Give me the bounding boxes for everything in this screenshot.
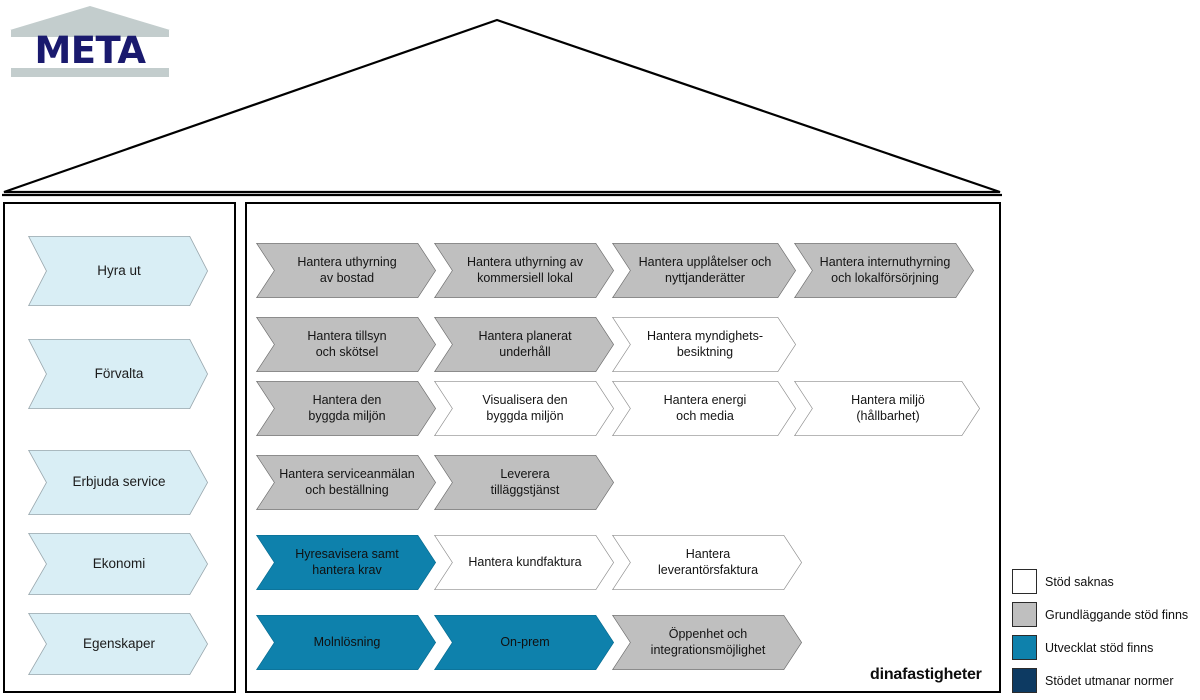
logo-bar-top <box>11 30 169 37</box>
chevron-label: Hantera kundfaktura <box>468 554 582 569</box>
chevron-label: Erbjuda service <box>72 474 166 490</box>
legend-label-none: Stöd saknas <box>1045 574 1114 589</box>
legend-label-basic: Grundläggande stöd finns <box>1045 607 1189 622</box>
legend-swatch-challenging <box>1012 668 1037 693</box>
legend-label-developed: Utvecklat stöd finns <box>1045 640 1154 655</box>
sidebar-chevron-4[interactable]: Ekonomi <box>28 533 208 595</box>
logo-wordmark: META <box>34 29 146 72</box>
legend-label-challenging: Stödet utmanar normer <box>1045 673 1174 688</box>
process-chevron-r3-c4[interactable]: Hantera miljö(hållbarhet) <box>794 381 980 436</box>
legend-swatch-basic <box>1012 602 1037 627</box>
legend-row-challenging: Stödet utmanar normer <box>1012 664 1198 697</box>
sidebar-chevron-1[interactable]: Hyra ut <box>28 236 208 306</box>
process-chevron-r6-c2[interactable]: On-prem <box>434 615 614 670</box>
process-chevron-r5-c2[interactable]: Hantera kundfaktura <box>434 535 614 590</box>
legend-row-basic: Grundläggande stöd finns <box>1012 598 1198 631</box>
chevron-label: Ekonomi <box>92 555 146 571</box>
chevron-label: Hantera myndighets-besiktning <box>646 329 764 359</box>
legend-row-developed: Utvecklat stöd finns <box>1012 631 1198 664</box>
legend-swatch-developed <box>1012 635 1037 660</box>
roof-triangle <box>2 18 1002 197</box>
logo-pediment-icon <box>10 6 170 30</box>
chevron-label: On-prem <box>500 634 550 649</box>
logo-bar-bottom <box>11 68 169 77</box>
chevron-label: Förvalta <box>94 365 144 381</box>
chevron-label: Molnlösning <box>313 634 381 649</box>
meta-logo: META <box>4 6 174 84</box>
legend-row-none: Stöd saknas <box>1012 565 1198 598</box>
chevron-label: Egenskaper <box>82 635 156 651</box>
process-chevron-r2-c3[interactable]: Hantera myndighets-besiktning <box>612 317 796 372</box>
brand-label: dinafastigheter <box>870 666 982 683</box>
sidebar-chevron-2[interactable]: Förvalta <box>28 339 208 409</box>
chevron-label: Hantera miljö(hållbarhet) <box>851 393 925 423</box>
process-chevron-r6-c1[interactable]: Molnlösning <box>256 615 436 670</box>
sidebar-chevron-5[interactable]: Egenskaper <box>28 613 208 675</box>
sidebar-chevron-3[interactable]: Erbjuda service <box>28 450 208 515</box>
chevron-label: Hyra ut <box>97 262 141 278</box>
legend-swatch-none <box>1012 569 1037 594</box>
